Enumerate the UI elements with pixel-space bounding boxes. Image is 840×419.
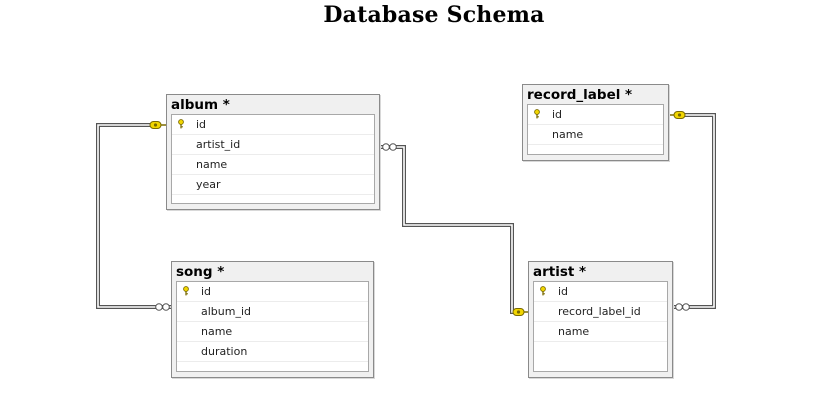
- column-row-year[interactable]: year: [172, 175, 374, 195]
- column-row-record-label-id[interactable]: record_label_id: [534, 302, 667, 322]
- column-row-name[interactable]: name: [172, 155, 374, 175]
- column-name: name: [201, 325, 233, 338]
- table-title: song *: [176, 264, 225, 280]
- column-row-name[interactable]: name: [177, 322, 368, 342]
- column-name: name: [196, 158, 228, 171]
- relationship-artist-record-label[interactable]: [669, 111, 716, 311]
- many-end-icon: [155, 303, 170, 311]
- table-song[interactable]: song * id album_id name duration: [171, 261, 374, 378]
- table-title: artist *: [533, 264, 587, 280]
- key-end-icon: [669, 111, 686, 119]
- many-end-icon: [675, 303, 690, 311]
- primary-key-icon: [177, 282, 195, 301]
- column-list: id name: [527, 104, 664, 155]
- column-list: id record_label_id name: [533, 281, 668, 372]
- primary-key-icon: [528, 105, 546, 124]
- column-row-id[interactable]: id: [172, 115, 374, 135]
- column-name: artist_id: [196, 138, 241, 151]
- column-name: name: [558, 325, 590, 338]
- column-name: duration: [201, 345, 248, 358]
- column-row-duration[interactable]: duration: [177, 342, 368, 362]
- column-row-name[interactable]: name: [534, 322, 667, 342]
- column-row-id[interactable]: id: [177, 282, 368, 302]
- column-row-name[interactable]: name: [528, 125, 663, 145]
- column-list: id artist_id name year: [171, 114, 375, 204]
- column-row-id[interactable]: id: [534, 282, 667, 302]
- relationship-song-album[interactable]: [96, 121, 175, 311]
- table-artist[interactable]: artist * id record_label_id name: [528, 261, 673, 378]
- column-row-artist-id[interactable]: artist_id: [172, 135, 374, 155]
- key-end-icon: [512, 308, 529, 316]
- column-name: id: [196, 118, 207, 131]
- primary-key-icon: [534, 282, 552, 301]
- many-end-icon: [382, 143, 397, 151]
- diagram-title: Database Schema: [323, 2, 545, 28]
- column-row-id[interactable]: id: [528, 105, 663, 125]
- column-name: id: [558, 285, 569, 298]
- column-row-album-id[interactable]: album_id: [177, 302, 368, 322]
- column-name: album_id: [201, 305, 252, 318]
- relationship-album-artist[interactable]: [380, 143, 529, 316]
- table-record-label[interactable]: record_label * id name: [522, 84, 669, 161]
- primary-key-icon: [172, 115, 190, 134]
- column-name: record_label_id: [558, 305, 641, 318]
- column-list: id album_id name duration: [176, 281, 369, 372]
- column-name: id: [201, 285, 212, 298]
- column-name: name: [552, 128, 584, 141]
- column-name: year: [196, 178, 221, 191]
- table-album[interactable]: album * id artist_id name year: [166, 94, 380, 210]
- table-title: album *: [171, 97, 230, 113]
- column-name: id: [552, 108, 563, 121]
- table-title: record_label *: [527, 87, 633, 103]
- key-end-icon: [149, 121, 166, 129]
